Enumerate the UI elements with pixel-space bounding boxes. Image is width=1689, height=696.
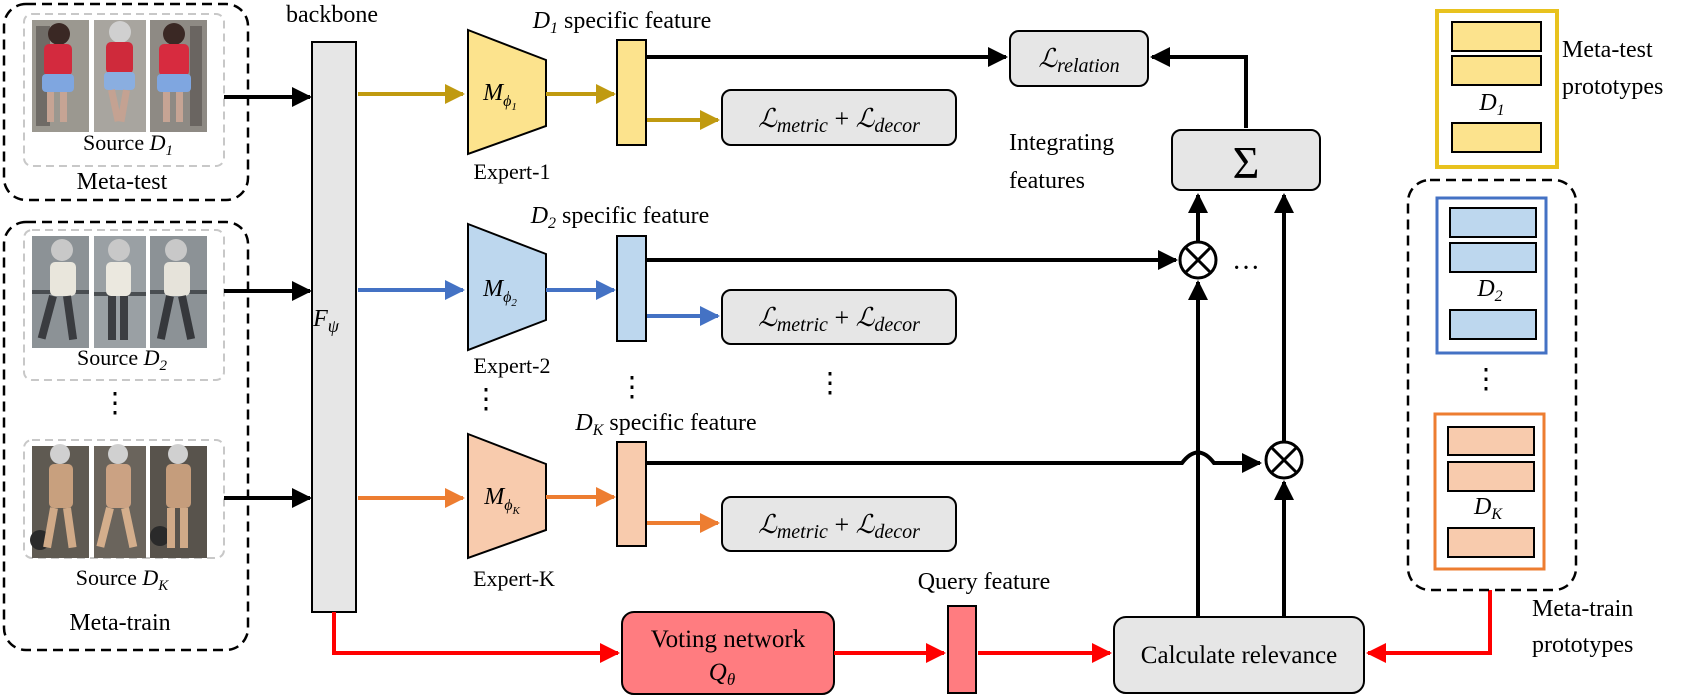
experts-vdots: ⋮ xyxy=(472,384,500,415)
expert-2-symbol: Mϕ2 xyxy=(482,276,517,309)
person-image xyxy=(150,444,207,558)
sum-to-relation-arrow xyxy=(1150,47,1248,128)
query-feature-bar xyxy=(947,605,977,694)
expert-k-label: Expert-K xyxy=(473,566,555,591)
loss-relation-box xyxy=(1009,30,1149,87)
multiply-node-k-x2 xyxy=(1270,446,1298,474)
expert-2-module xyxy=(467,222,547,352)
source-dk-label: Source DK xyxy=(76,565,169,594)
d2-feature-bar xyxy=(616,235,647,342)
d1-feature-bar xyxy=(616,39,647,146)
backbone-label: backbone xyxy=(286,2,378,28)
backbone-to-voting-arrow xyxy=(332,612,620,663)
person-image xyxy=(32,236,89,348)
sum-box xyxy=(1171,129,1321,191)
proto-d1-bar xyxy=(1451,21,1542,52)
source-dk-images xyxy=(30,444,207,558)
calculate-relevance-box xyxy=(1113,616,1365,694)
integrating-text-1: Integrating xyxy=(1009,130,1114,156)
meta-train-prototypes-label-1: Meta-train xyxy=(1532,596,1633,622)
proto-d2-label: D2 xyxy=(1476,276,1502,305)
loss-relation-text: ℒrelation xyxy=(1038,44,1119,77)
sum-symbol: Σ xyxy=(1233,137,1260,188)
loss-box-k xyxy=(721,496,957,552)
multiply-ellipsis: ··· xyxy=(1232,253,1260,284)
backbone-symbol: Fψ xyxy=(312,306,340,336)
multiply-node-2-x2 xyxy=(1184,246,1212,274)
expert-1-symbol: Mϕ1 xyxy=(482,80,517,113)
source-d1-images xyxy=(32,20,207,132)
loss-box-1 xyxy=(721,89,957,146)
source-d1-frame xyxy=(23,13,225,167)
meta-test-prototypes-label-2: prototypes xyxy=(1562,74,1663,100)
meta-train-label: Meta-train xyxy=(69,610,170,636)
query-feature-label: Query feature xyxy=(918,569,1051,595)
person-image xyxy=(150,20,207,132)
proto-d1-label: D1 xyxy=(1478,90,1504,119)
source-d2-label: Source D2 xyxy=(77,345,167,374)
proto-d1-bar xyxy=(1451,122,1542,153)
expert-1-module xyxy=(467,28,547,156)
backbone-block xyxy=(311,41,357,613)
expert-1-label: Expert-1 xyxy=(474,159,551,184)
proto-dk-bar xyxy=(1447,426,1535,456)
integrating-text-2: features xyxy=(1009,168,1085,194)
calculate-relevance-label: Calculate relevance xyxy=(1141,642,1337,669)
proto-dk-bar xyxy=(1447,461,1535,492)
meta-train-prototypes-label-2: prototypes xyxy=(1532,632,1633,658)
person-image xyxy=(94,444,146,558)
loss-box-1-text: ℒmetric + ℒdecor xyxy=(758,104,920,137)
expert-k-symbol: MϕK xyxy=(483,484,520,517)
loss-box-k-text: ℒmetric + ℒdecor xyxy=(758,510,920,543)
person-image xyxy=(94,236,146,348)
expert-k-module xyxy=(467,432,547,560)
voting-network-label: Voting network xyxy=(651,626,806,653)
dk-feature-bar xyxy=(616,441,647,547)
d2-specific-feature-title: D2 specific feature xyxy=(530,203,710,232)
loss-box-2-text: ℒmetric + ℒdecor xyxy=(758,303,920,336)
proto-d1-bar xyxy=(1451,55,1542,86)
d1-specific-feature-title: D1 specific feature xyxy=(532,8,712,37)
proto-dk-bar xyxy=(1447,527,1535,558)
person-image xyxy=(94,20,146,132)
dk-to-multiply-line xyxy=(647,450,1262,473)
person-image xyxy=(150,236,207,348)
dk-specific-feature-title: DK specific feature xyxy=(574,410,756,439)
person-image xyxy=(30,444,89,558)
features-vdots: ⋮ xyxy=(618,372,646,403)
meta-test-label: Meta-test xyxy=(77,169,168,195)
meta-train-group xyxy=(2,220,250,652)
person-image xyxy=(32,20,89,132)
proto-d2-bar xyxy=(1449,309,1537,340)
loss-vdots: ⋮ xyxy=(816,368,844,399)
loss-box-2 xyxy=(721,289,957,345)
source-d2-frame xyxy=(23,229,225,381)
prototypes-vdots: ⋮ xyxy=(1472,364,1500,395)
meta-test-prototypes-label-1: Meta-test xyxy=(1562,37,1653,63)
expert-2-label: Expert-2 xyxy=(474,353,551,378)
meta-test-group xyxy=(2,2,250,202)
meta-train-prototypes-group xyxy=(1406,178,1578,592)
proto-d2-bar xyxy=(1449,207,1537,238)
proto-dk-label: DK xyxy=(1473,494,1503,523)
prototypes-to-relevance-arrow xyxy=(1366,590,1492,663)
sources-vdots: ⋮ xyxy=(101,388,129,419)
voting-network-symbol: Qθ xyxy=(709,659,735,689)
source-d1-label: Source D1 xyxy=(83,130,173,159)
proto-d2-bar xyxy=(1449,242,1537,273)
source-d2-images xyxy=(32,236,207,348)
